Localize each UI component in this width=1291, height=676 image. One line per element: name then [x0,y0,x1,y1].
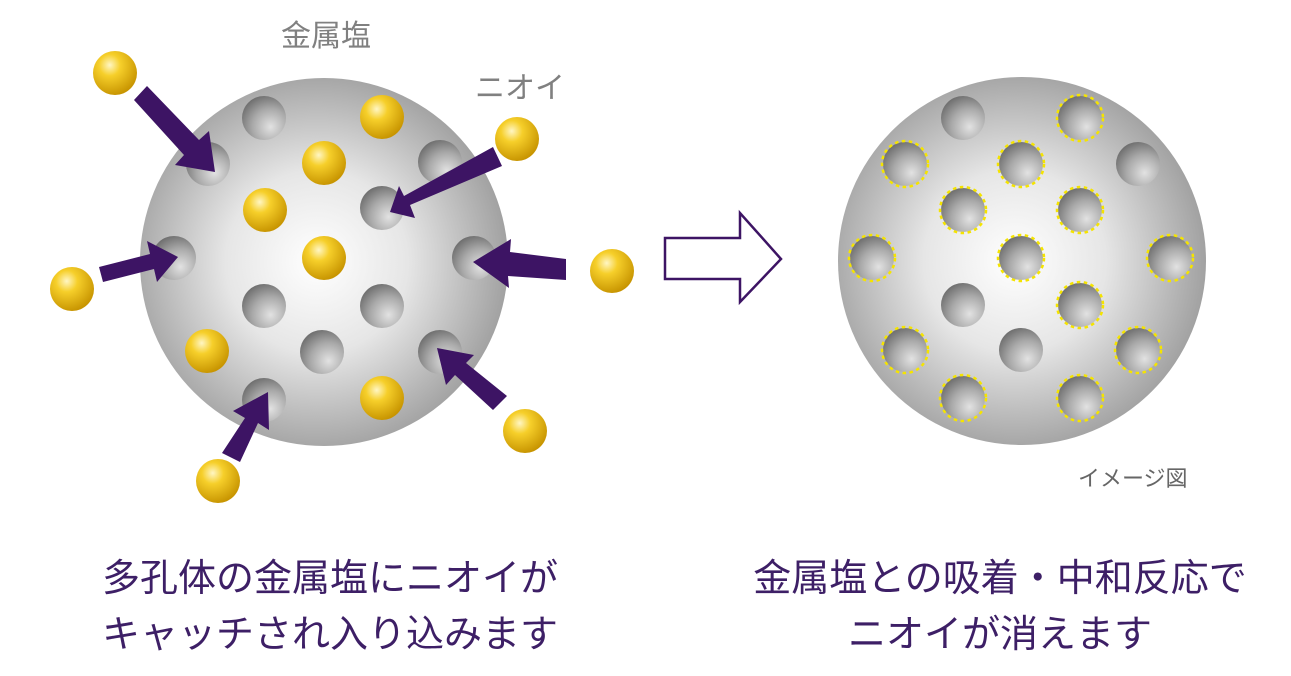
pores [152,96,496,422]
odor-ball [360,376,404,420]
dashed-ring [1055,185,1105,235]
left-caption: 多孔体の金属塩にニオイが キャッチされ入り込みます [30,550,630,662]
pore [850,236,894,280]
pore [999,328,1043,372]
odor-ball [503,409,547,453]
pore [1116,328,1160,372]
pore [1058,188,1102,232]
dashed-ring [1055,280,1105,330]
left-caption-line-1: 多孔体の金属塩にニオイが [101,556,558,600]
odor-ball [302,141,346,185]
pore [999,142,1043,186]
pore [300,330,344,374]
left-caption-line-2: キャッチされ入り込みます [101,612,558,656]
left-porous-sphere [140,78,508,446]
capture-arrows [99,86,566,462]
pore [1116,142,1160,186]
image-note-label: イメージ図 [1078,467,1188,492]
right-caption-line-2: ニオイが消えます [847,612,1152,656]
odor-ball [360,95,404,139]
dashed-ring [880,325,930,375]
pore [883,328,927,372]
outline-right-arrow-icon [663,209,783,306]
right-caption: 金属塩との吸着・中和反応で ニオイが消えます [720,550,1280,662]
odor-ball [243,188,287,232]
odor-label: ニオイ [475,71,565,106]
pore [360,186,404,230]
pore [1058,96,1102,140]
metal-salt-label: 金属塩 [281,19,371,54]
pore [360,284,404,328]
odor-ball [495,117,539,161]
pore [941,283,985,327]
arrow [390,147,502,218]
odor-ball [93,51,137,95]
odor-balls-outside [50,51,634,503]
pore [883,142,927,186]
odor-balls-inside [185,95,404,420]
pore [1148,236,1192,280]
arrow [222,392,269,462]
pore [1058,376,1102,420]
right-caption-line-1: 金属塩との吸着・中和反応で [753,556,1247,600]
pore [941,188,985,232]
neutralized-rings [847,93,1195,423]
odor-ball [185,329,229,373]
dashed-ring [1055,373,1105,423]
arrow [437,348,507,410]
arrow [134,86,215,172]
odor-ball [590,249,634,293]
right-porous-sphere [838,77,1206,445]
pore [1058,283,1102,327]
pores [850,96,1192,420]
pore [941,376,985,420]
dashed-ring [1113,325,1163,375]
dashed-ring [996,139,1046,189]
odor-ball [196,459,240,503]
arrow [473,239,566,288]
dashed-ring [847,233,897,283]
arrow [99,241,178,282]
pore [941,96,985,140]
odor-ball [50,267,94,311]
pore [999,236,1043,280]
dashed-ring [1145,233,1195,283]
dashed-ring [938,373,988,423]
dashed-ring [1055,93,1105,143]
pore [242,284,286,328]
odor-ball [302,236,346,280]
dashed-ring [880,139,930,189]
dashed-ring [996,233,1046,283]
pore [242,96,286,140]
dashed-ring [938,185,988,235]
